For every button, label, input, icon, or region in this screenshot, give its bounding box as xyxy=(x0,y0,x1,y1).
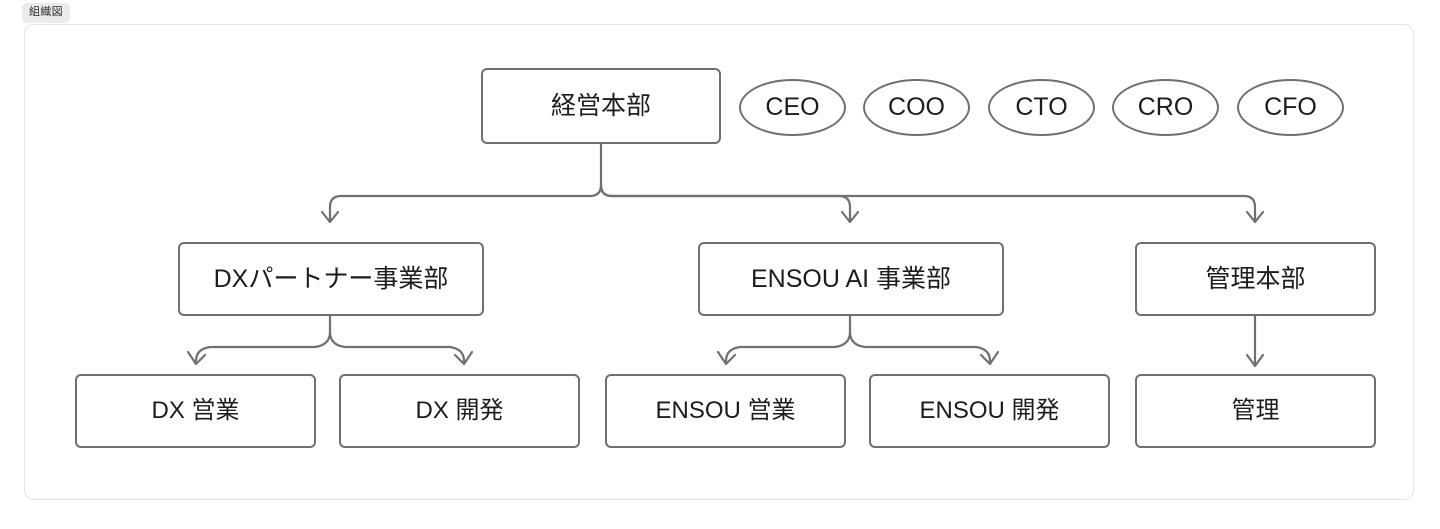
role-label: CTO xyxy=(1015,93,1068,121)
node-kanri-honbu[interactable]: 管理本部 xyxy=(1135,242,1376,316)
role-cro[interactable]: CRO xyxy=(1112,79,1219,136)
node-dx-partner-division[interactable]: DXパートナー事業部 xyxy=(178,242,484,316)
role-label: CEO xyxy=(765,93,820,121)
node-dx-sales[interactable]: DX 営業 xyxy=(75,374,316,448)
node-keiei-honbu[interactable]: 経営本部 xyxy=(481,68,721,144)
node-label: 管理本部 xyxy=(1205,265,1306,293)
role-cfo[interactable]: CFO xyxy=(1237,79,1344,136)
node-admin-team[interactable]: 管理 xyxy=(1135,374,1376,448)
node-ensou-ai-division[interactable]: ENSOU AI 事業部 xyxy=(698,242,1004,316)
node-ensou-sales[interactable]: ENSOU 営業 xyxy=(605,374,846,448)
role-ceo[interactable]: CEO xyxy=(739,79,846,136)
node-label: ENSOU 開発 xyxy=(919,396,1060,424)
node-dx-dev[interactable]: DX 開発 xyxy=(339,374,580,448)
node-label: DXパートナー事業部 xyxy=(213,265,449,293)
role-coo[interactable]: COO xyxy=(863,79,970,136)
role-cto[interactable]: CTO xyxy=(988,79,1095,136)
node-label: ENSOU 営業 xyxy=(655,396,796,424)
role-label: CFO xyxy=(1264,93,1317,121)
node-ensou-dev[interactable]: ENSOU 開発 xyxy=(869,374,1110,448)
node-label: ENSOU AI 事業部 xyxy=(750,265,952,293)
role-label: CRO xyxy=(1137,93,1194,121)
chart-title-badge: 組織図 xyxy=(22,3,70,23)
node-label: 管理 xyxy=(1231,396,1280,424)
node-label: 経営本部 xyxy=(550,92,651,120)
node-label: DX 営業 xyxy=(151,396,240,424)
role-label: COO xyxy=(888,93,945,121)
node-label: DX 開発 xyxy=(415,396,504,424)
